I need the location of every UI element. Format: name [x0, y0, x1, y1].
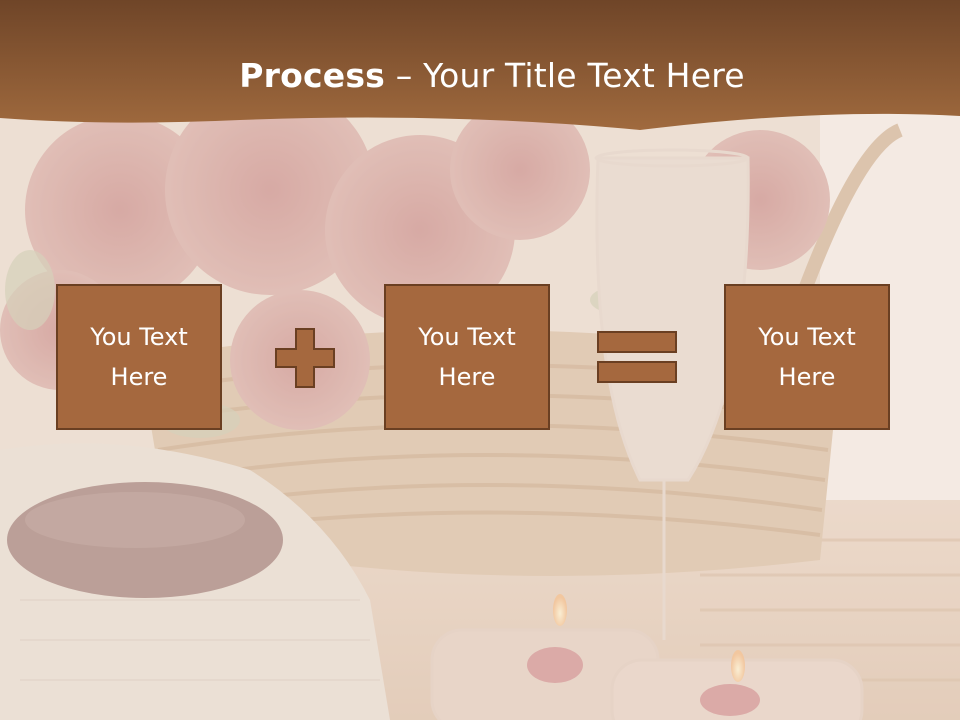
title-band: [0, 0, 960, 130]
process-box-3-line1: You Text: [758, 323, 856, 351]
process-box-1-line1: You Text: [90, 323, 188, 351]
process-box-3-line2: Here: [778, 363, 836, 391]
plus-icon: [275, 328, 335, 388]
process-box-2-line1: You Text: [418, 323, 516, 351]
title-bold: Process: [239, 56, 386, 95]
title-rest: – Your Title Text Here: [385, 56, 745, 95]
process-box-2-line2: Here: [438, 363, 496, 391]
slide-title: Process – Your Title Text Here: [0, 54, 960, 98]
equals-icon: [597, 331, 677, 383]
process-box-1-line2: Here: [110, 363, 168, 391]
